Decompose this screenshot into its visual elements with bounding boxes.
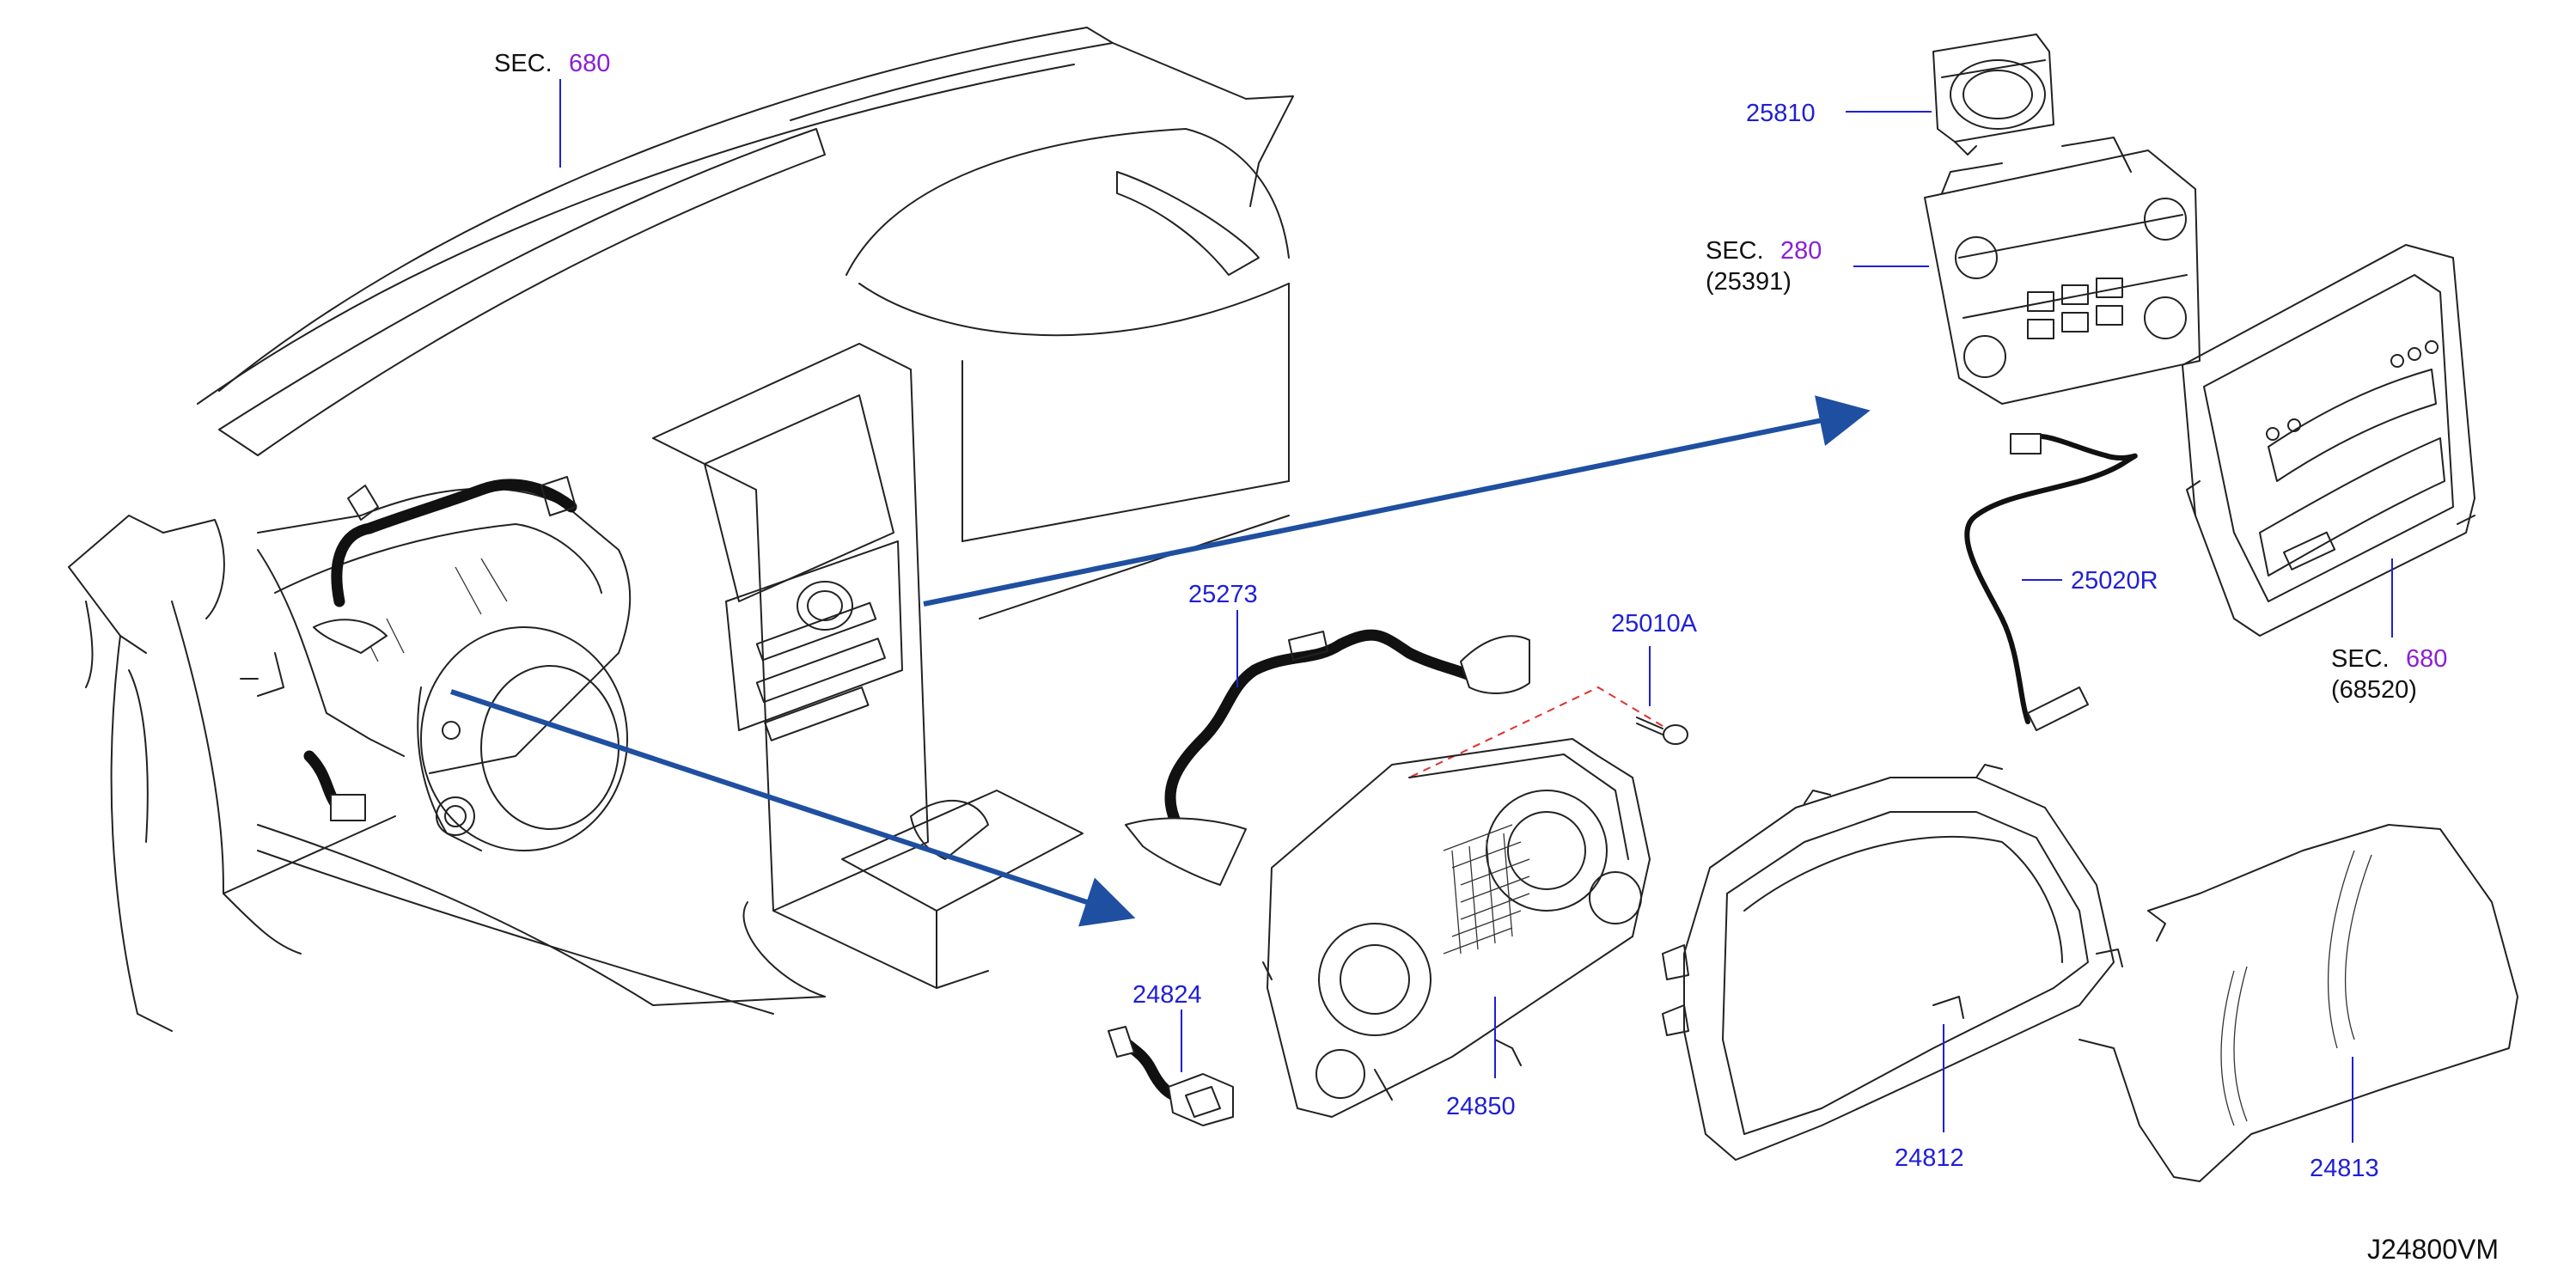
leader-lines	[559, 79, 2393, 1143]
alignment-line	[1408, 686, 1663, 778]
part-label-24812[interactable]: 24812	[1895, 1144, 1964, 1172]
section-label-680-right-number[interactable]: 680	[2406, 645, 2447, 673]
section-label-680-top-number[interactable]: 680	[569, 50, 610, 77]
part-25273-drawing	[1125, 629, 1530, 886]
part-24812-drawing	[1662, 764, 2123, 1161]
section-label-280-prefix: SEC.	[1706, 237, 1764, 265]
part-24850-drawing	[1262, 738, 1651, 1118]
part-25810-drawing	[1932, 34, 2054, 156]
section-label-680-right-prefix: SEC.	[2331, 645, 2390, 673]
diagram-code: J24800VM	[2367, 1234, 2499, 1265]
section-label-280-number[interactable]: 280	[1780, 237, 1822, 265]
arrow-to-control-unit	[923, 395, 1871, 607]
part-label-25020R[interactable]: 25020R	[2071, 567, 2158, 595]
section-label-680-top-prefix: SEC.	[494, 50, 552, 77]
part-label-25273[interactable]: 25273	[1188, 581, 1258, 608]
part-24824-drawing	[1108, 1026, 1234, 1126]
part-label-25010A[interactable]: 25010A	[1611, 610, 1698, 638]
callout-arrows	[450, 395, 1871, 927]
dashboard-drawing	[68, 27, 1294, 1032]
bezel-drawing	[2182, 244, 2475, 637]
section-label-680-right-ref: (68520)	[2331, 676, 2417, 704]
part-label-24850[interactable]: 24850	[1446, 1093, 1516, 1120]
part-label-24824[interactable]: 24824	[1132, 981, 1202, 1009]
part-24813-drawing	[2079, 824, 2518, 1182]
part-25010A-drawing	[1408, 686, 1688, 778]
arrow-to-cluster	[450, 689, 1136, 927]
part-label-25810[interactable]: 25810	[1746, 100, 1816, 127]
part-25020R-drawing	[1964, 433, 2138, 731]
section-label-280-ref: (25391)	[1706, 268, 1792, 296]
control-unit-drawing	[1924, 137, 2201, 405]
part-label-24813[interactable]: 24813	[2310, 1155, 2379, 1182]
